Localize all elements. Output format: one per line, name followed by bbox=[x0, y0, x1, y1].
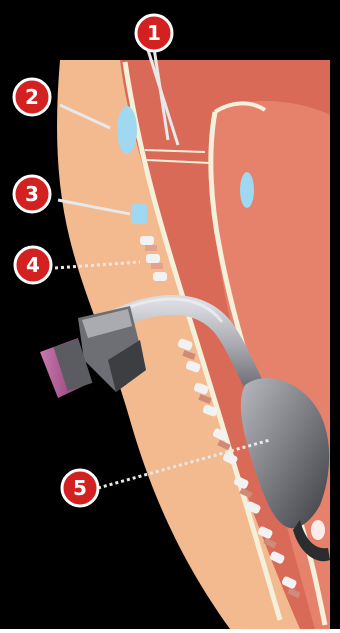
cartilage-upper bbox=[117, 106, 137, 154]
callout-1-label: 1 bbox=[147, 21, 161, 45]
callout-5: 5 bbox=[62, 470, 98, 506]
callout-5-label: 5 bbox=[73, 476, 87, 500]
callout-1: 1 bbox=[136, 15, 172, 51]
callout-3: 3 bbox=[14, 176, 50, 212]
cartilage-posterior bbox=[240, 172, 254, 208]
callout-2: 2 bbox=[14, 79, 50, 115]
callout-3-label: 3 bbox=[25, 182, 39, 206]
callout-4: 4 bbox=[15, 247, 51, 283]
callout-2-label: 2 bbox=[25, 85, 39, 109]
callout-4-label: 4 bbox=[26, 253, 40, 277]
cartilage-middle bbox=[131, 204, 147, 224]
